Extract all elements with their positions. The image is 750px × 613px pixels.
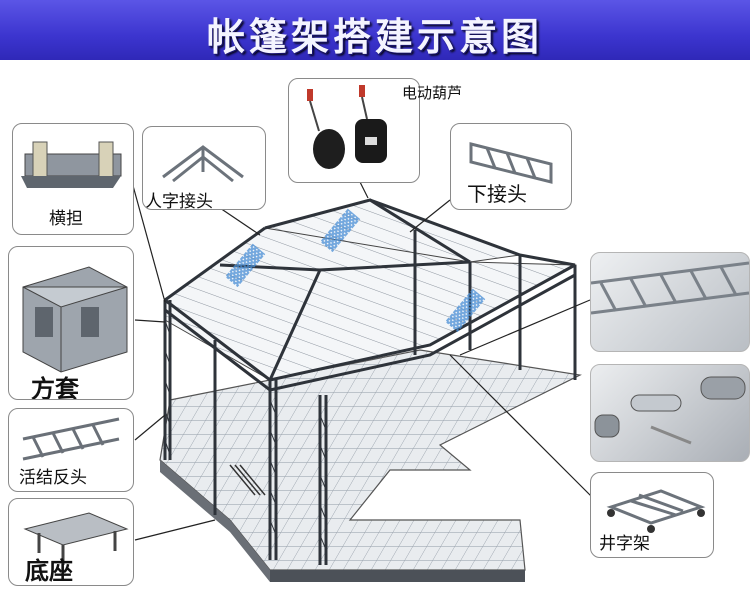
callout-dianhulu <box>288 78 420 183</box>
callout-jingzijia: 井字架 <box>590 472 714 558</box>
truss-members <box>163 198 577 565</box>
title-bar: 帐篷架搭建示意图 <box>0 0 750 60</box>
callout-hengdan: 横担 <box>12 123 134 235</box>
page-title: 帐篷架搭建示意图 <box>206 15 543 59</box>
label-renzi: 人字接头 <box>145 192 213 210</box>
electric-hoist-icon <box>307 85 387 169</box>
apex-joint-icon <box>162 145 244 183</box>
grid-frame-icon <box>606 489 706 533</box>
callout-xiajietou: 下接头 <box>450 123 572 210</box>
callout-fangtao: 方套 <box>8 246 134 400</box>
callout-huojie: 活结反头 <box>8 408 134 492</box>
callout-renzi: 人字接头 <box>142 126 266 210</box>
stage-stairs <box>229 464 266 496</box>
truss-connection-photo <box>590 252 750 352</box>
crossbar-icon <box>21 141 122 188</box>
label-dianhulu: 电动葫芦 <box>402 84 463 102</box>
callout-dizuo: 底座 <box>8 498 134 586</box>
lower-joint-icon <box>469 142 553 184</box>
stage-platform <box>159 349 582 582</box>
leader-lines <box>131 171 596 541</box>
hinge-joint-icon <box>22 417 120 461</box>
label-fangtao: 方套 <box>31 375 79 400</box>
base-plate-icon <box>23 512 129 565</box>
pin-connector-photo <box>590 364 750 462</box>
sleeve-block-icon <box>22 266 128 373</box>
truss-detail-icon <box>591 261 749 315</box>
roof <box>164 199 577 381</box>
truss-lattice <box>164 319 327 551</box>
label-hengdan: 横担 <box>49 209 83 229</box>
label-xiajietou: 下接头 <box>467 182 527 206</box>
label-dizuo: 底座 <box>25 557 73 585</box>
label-huojie: 活结反头 <box>19 468 87 488</box>
pin-connector-icon <box>594 376 746 445</box>
label-jingzijia: 井字架 <box>599 534 650 554</box>
